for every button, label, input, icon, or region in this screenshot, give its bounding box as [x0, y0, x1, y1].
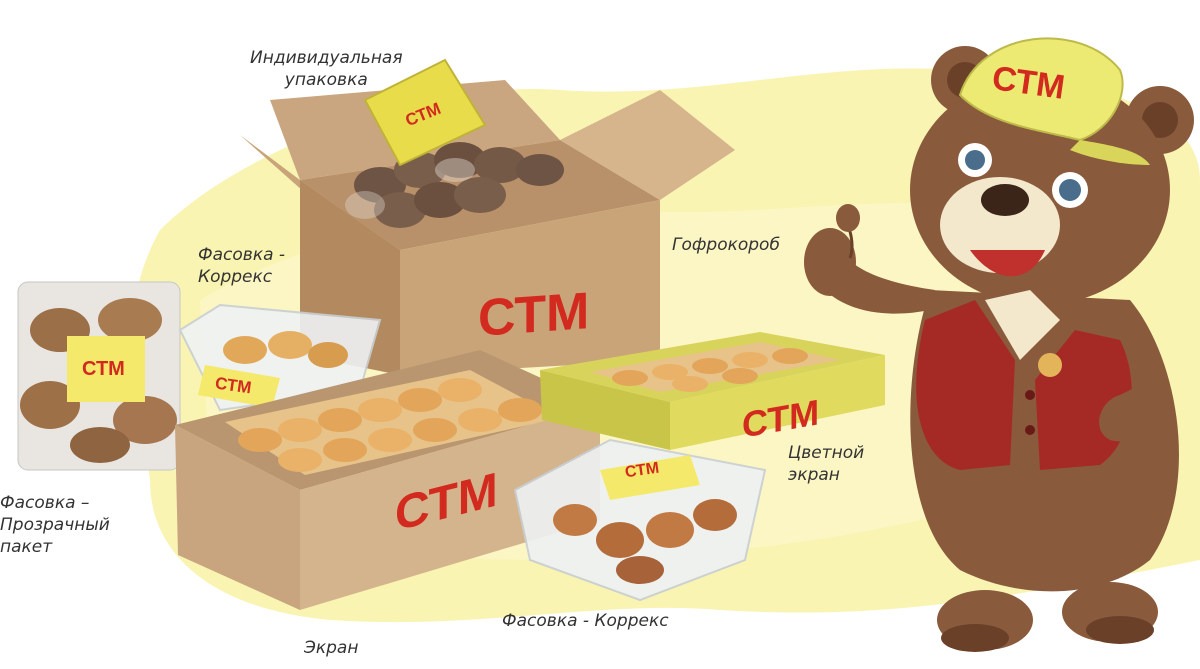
bag-brand-mark: СТМ: [82, 358, 125, 380]
biscuit-rows: [238, 378, 542, 472]
caption-transparent-bag: Фасовка – Прозрачный пакет: [0, 493, 110, 557]
caption-colour-screen: Цветной экран: [788, 443, 865, 485]
caption-korreks-left: Фасовка - Коррекс: [198, 245, 286, 287]
caption-corrugated-box: Гофрокороб: [672, 235, 780, 255]
caption-individual-packaging: Индивидуальная упаковка: [250, 48, 403, 90]
caption-korreks-bottom: Фасовка - Коррекс: [502, 611, 669, 631]
caption-screen: Экран: [304, 638, 359, 658]
gingerbread-pile: [345, 142, 564, 228]
